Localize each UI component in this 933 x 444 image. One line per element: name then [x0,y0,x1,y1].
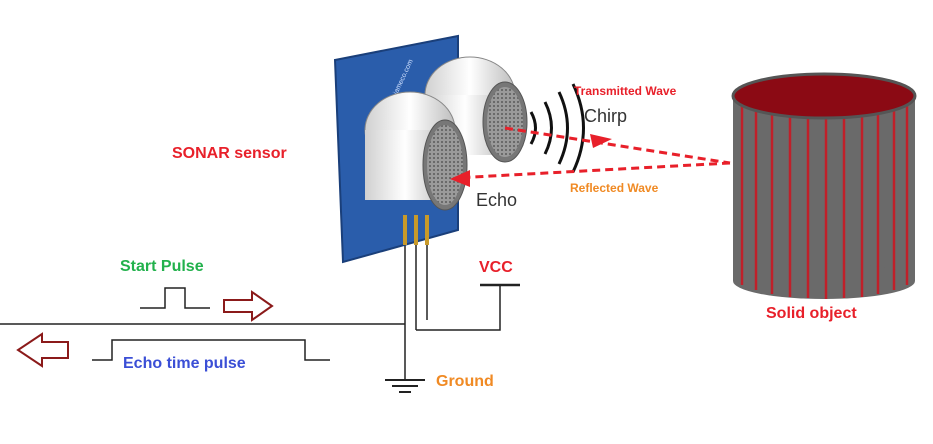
start-pulse-arrow [223,290,274,322]
chirp-label: Chirp [584,106,627,126]
echo-pulse-arrow [16,332,69,368]
transmitted-wave-label: Transmitted Wave [574,84,677,98]
ground-label: Ground [436,373,494,390]
vcc-label: VCC [479,259,513,276]
start-pulse-label: Start Pulse [120,258,204,275]
sonar-sensor-label: SONAR sensor [172,145,287,162]
sonar-sensor: www.jameco.com [333,34,528,264]
signal-wires [0,235,520,393]
echo-time-pulse-label: Echo time pulse [123,355,246,372]
reflected-wave-line [454,161,731,180]
reflected-arrowhead [450,170,470,187]
transmitted-wave-line [504,126,731,165]
solid-object-label: Solid object [766,305,857,322]
transmitted-arrowhead [590,134,612,148]
reflected-wave-label: Reflected Wave [570,181,659,195]
solid-object-cylinder [731,72,917,299]
echo-label: Echo [476,190,517,210]
wave-paths [454,126,731,180]
chirp-waves-icon [529,83,585,173]
